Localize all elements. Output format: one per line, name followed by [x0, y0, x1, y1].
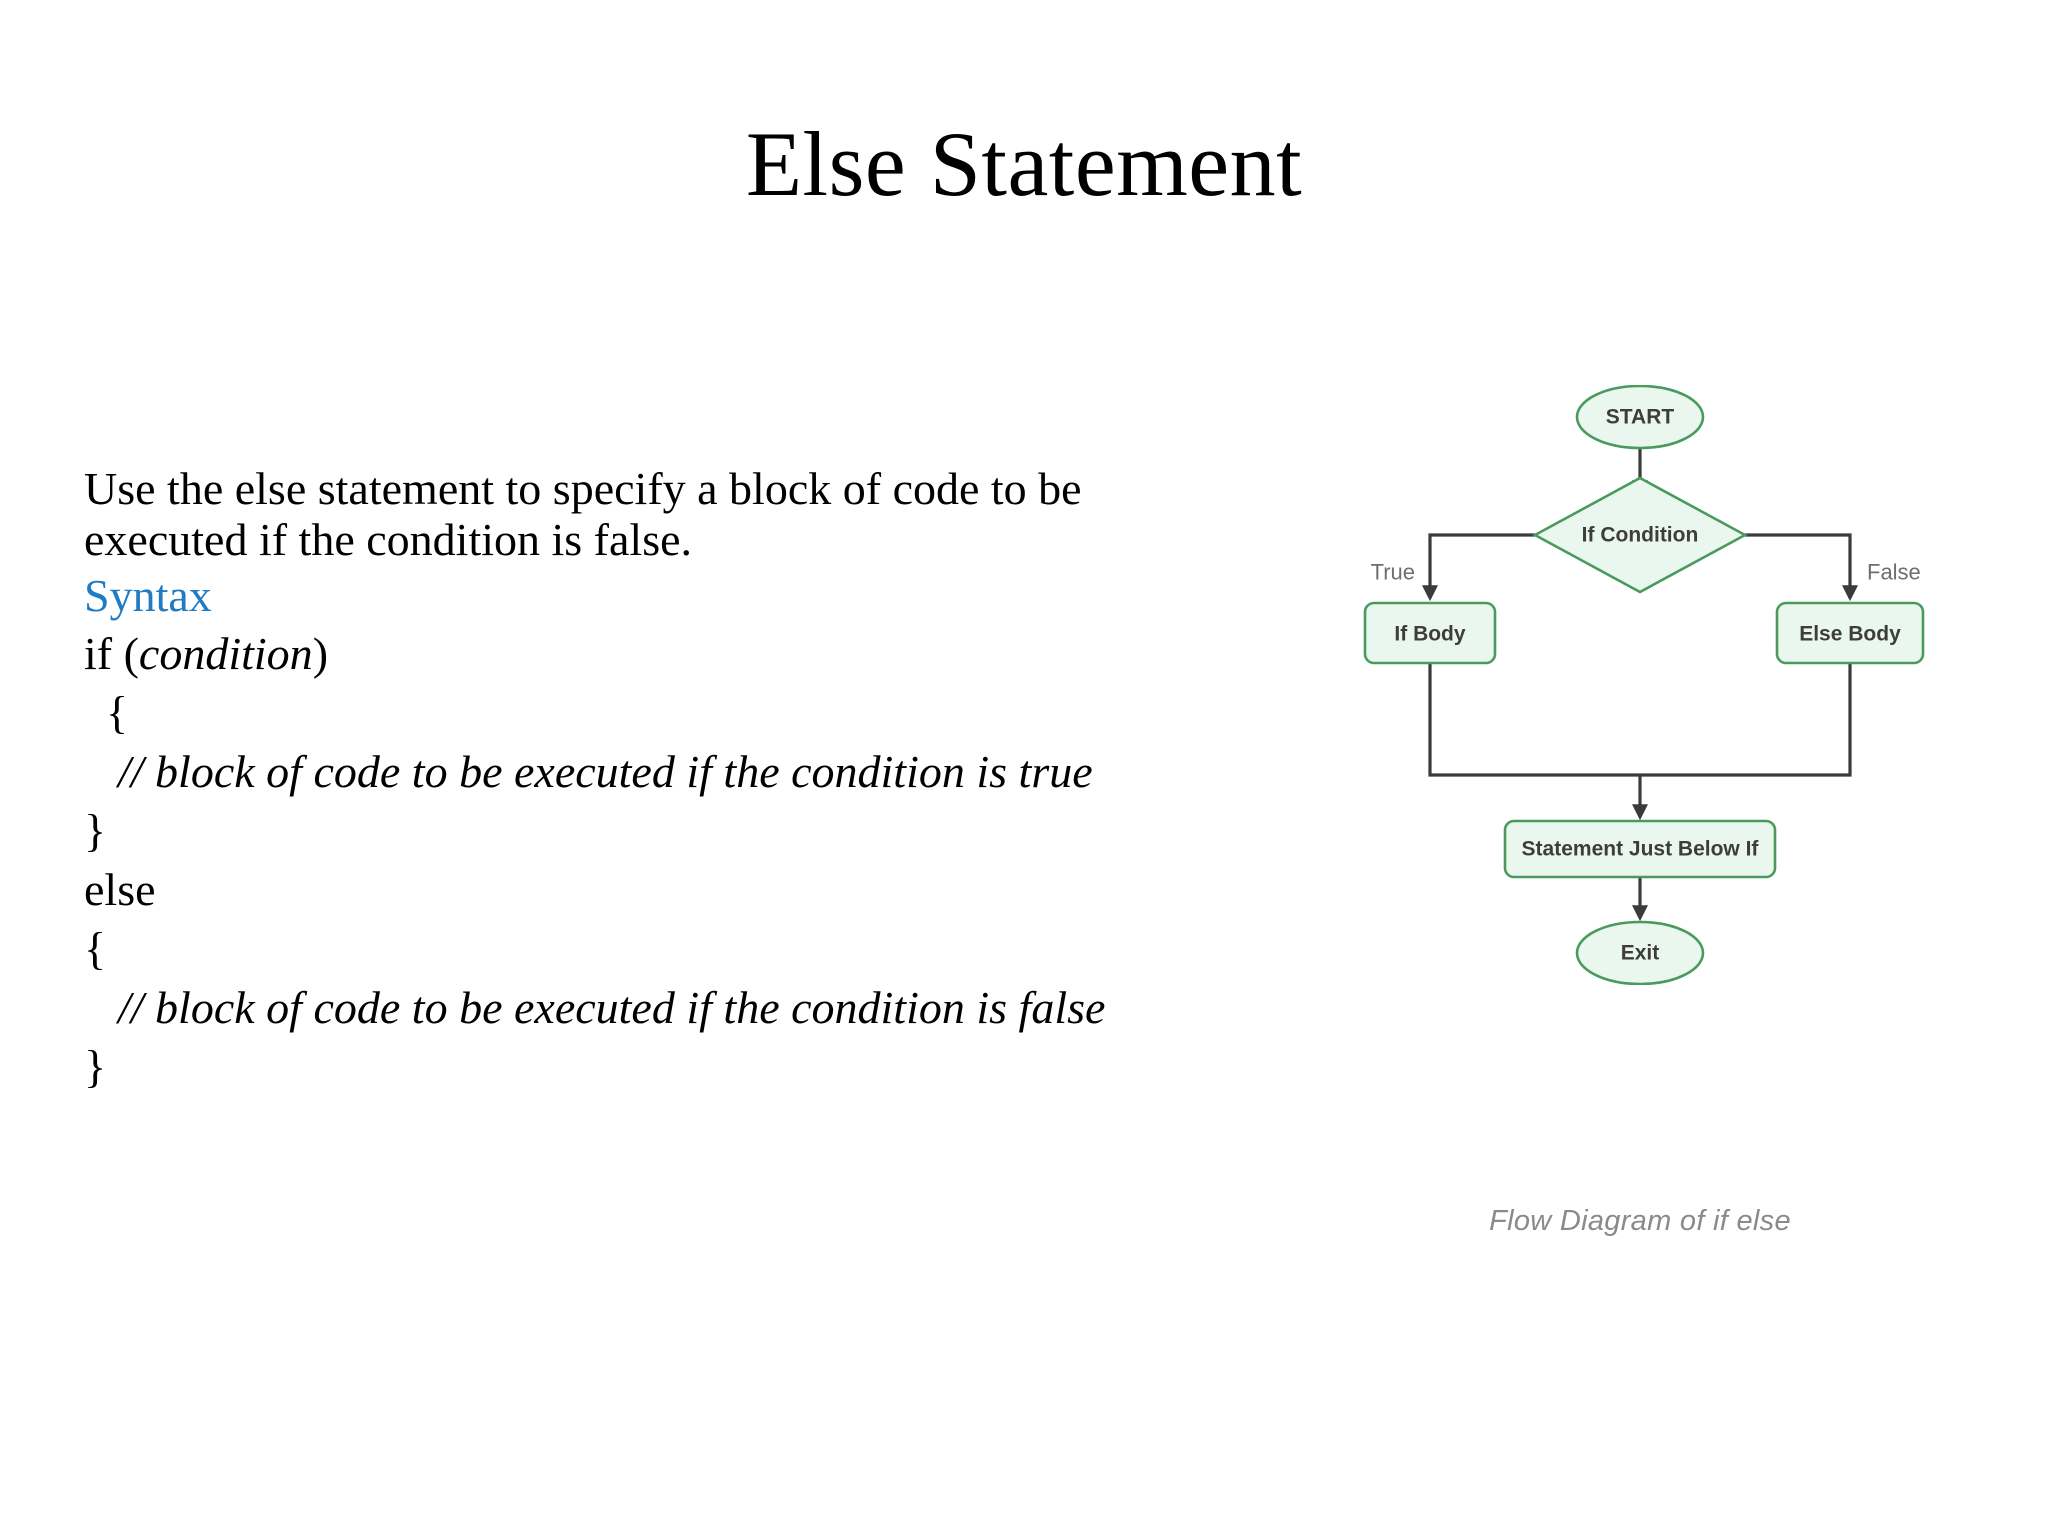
code-comment-true: // block of code to be executed if the c… — [118, 746, 1093, 798]
else-body-box-shape — [1775, 601, 1925, 665]
code-open-brace-1: { — [106, 687, 129, 739]
content-text-column: Use the else statement to specify a bloc… — [84, 463, 1105, 1097]
code-line-comment-false: // block of code to be executed if the c… — [84, 979, 1105, 1038]
if-body-label: If Body — [1394, 623, 1465, 646]
code-line-close-brace-1: } — [84, 802, 1084, 861]
edge-label-false: False — [1867, 560, 1921, 585]
code-close-brace-2: } — [84, 1040, 107, 1092]
code-else-keyword: else — [84, 863, 156, 915]
start-label: START — [1606, 406, 1675, 429]
connector-condition-to-else-body — [1745, 533, 1858, 602]
code-line-open-brace-2: { — [84, 920, 1084, 979]
syntax-heading: Syntax — [84, 569, 212, 621]
node-exit[interactable]: Exit — [1575, 920, 1705, 985]
connector-condition-to-if-body — [1422, 533, 1535, 602]
diagram-connectors — [1422, 448, 1858, 922]
description-line-2: executed if the condition is false. — [84, 513, 693, 565]
edge-label-true: True — [1371, 560, 1415, 585]
code-line-open-brace-1: { — [84, 684, 1084, 743]
statement-box-shape — [1503, 819, 1777, 879]
condition-diamond-shape — [1532, 476, 1748, 594]
exit-oval-shape — [1575, 920, 1705, 985]
code-line-comment-true: // block of code to be executed if the c… — [84, 743, 1093, 802]
statement-label: Statement Just Below If — [1522, 838, 1760, 861]
condition-label: If Condition — [1582, 524, 1699, 547]
code-line-close-brace-2: } — [84, 1038, 1084, 1097]
node-else-body[interactable]: Else Body — [1775, 601, 1925, 665]
code-if-close-paren: ) — [312, 628, 329, 680]
if-body-box-shape — [1363, 601, 1497, 665]
node-if-body[interactable]: If Body — [1363, 601, 1497, 665]
diagram-caption: Flow Diagram of if else — [1489, 1205, 1791, 1237]
node-start[interactable]: START — [1575, 385, 1705, 450]
code-close-brace-1: } — [84, 805, 107, 856]
code-line-if: if (condition) — [84, 625, 1084, 684]
code-open-brace-2: { — [84, 922, 107, 974]
code-comment-false: // block of code to be executed if the c… — [118, 981, 1106, 1033]
node-if-condition[interactable]: If Condition — [1532, 476, 1748, 594]
code-if-condition: condition — [138, 628, 313, 680]
node-statement-below-if[interactable]: Statement Just Below If — [1503, 819, 1777, 879]
else-body-label: Else Body — [1799, 623, 1901, 646]
flow-diagram: START If Condition True False If Body El… — [1345, 385, 1935, 985]
page-title: Else Statement — [745, 113, 1303, 215]
description-line-1: Use the else statement to specify a bloc… — [84, 463, 1082, 514]
code-line-else: else — [84, 861, 1084, 920]
code-if-keyword: if ( — [84, 628, 139, 680]
connector-else-body-to-join — [1640, 663, 1852, 777]
connector-if-body-to-join — [1428, 663, 1640, 777]
start-oval-shape — [1575, 385, 1705, 450]
exit-label: Exit — [1621, 942, 1660, 965]
